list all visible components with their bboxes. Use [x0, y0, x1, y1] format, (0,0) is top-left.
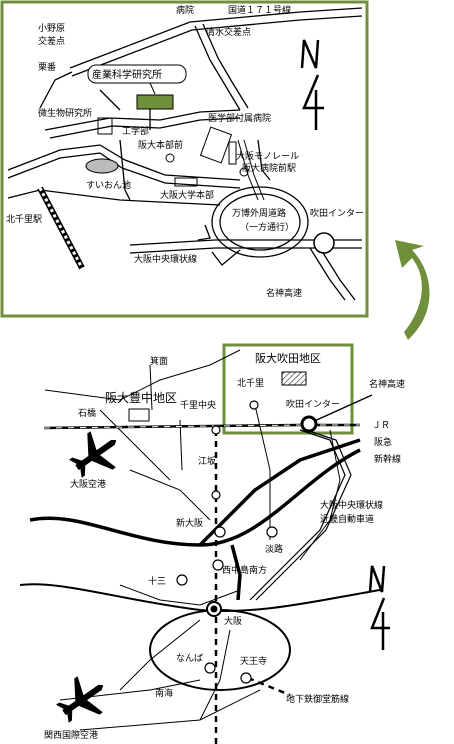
- label-meishin: 名神高速: [266, 287, 302, 299]
- suita-ic-node: [313, 232, 335, 254]
- label-biken: 微生物研究所: [38, 107, 92, 119]
- label-attached-hospital: 医学部付属病院: [208, 112, 271, 124]
- label-jr: ＪＲ: [372, 421, 390, 431]
- airplane-icon: [69, 431, 117, 478]
- label-osaka-airport: 大阪空港: [70, 478, 106, 490]
- major-lines: [29, 438, 361, 601]
- toyonaka-campus: [128, 408, 150, 422]
- curved-arrow-icon: [395, 240, 430, 340]
- one-way-arrow: [197, 224, 211, 241]
- label-toyonaka-area: 阪大豊中地区: [105, 390, 177, 405]
- hankyu-line: [249, 429, 346, 601]
- label-nankai: 南海: [155, 687, 173, 699]
- label-engineering: 工学部: [122, 125, 149, 137]
- label-suita-ic: 吹田インター: [310, 207, 364, 219]
- airplane-icon: [56, 676, 104, 723]
- label-meishin: 名神高速: [369, 378, 405, 390]
- label-nishinakajima: 西中島南方: [222, 564, 267, 576]
- label-expo-road-oneway: （一方通行）: [240, 221, 294, 233]
- label-monorail-station: 阪大病院前駅: [242, 162, 296, 174]
- suita-ic-node: [300, 415, 318, 433]
- meishin-line: [309, 394, 373, 424]
- label-tennoji: 天王寺: [240, 656, 267, 667]
- suita-area-marker: [281, 371, 307, 386]
- label-osaka: 大阪: [224, 615, 242, 627]
- label-route171: 国道１７１号線: [228, 4, 291, 16]
- label-chuo-ring: 大阪中央環状線: [320, 499, 383, 511]
- kitasenri-railway: [37, 186, 85, 270]
- hospital-building: [199, 126, 233, 164]
- river: [19, 583, 381, 612]
- stations: [176, 400, 278, 684]
- label-shimizu: 清水交差点: [206, 26, 251, 38]
- label-kansai-airport: 関西国際空港: [44, 729, 98, 741]
- label-institute: 産業科学研究所: [92, 68, 162, 81]
- detail-map-frame: [0, 0, 369, 318]
- building: [97, 117, 113, 135]
- label-expo-road: 万博外周道路: [232, 207, 286, 219]
- label-hq: 大阪大学本部: [160, 189, 214, 201]
- label-onohara: 小野原: [38, 23, 65, 34]
- label-suita-ic: 吹田インター: [286, 398, 340, 410]
- label-suionike: すいおん池: [86, 179, 131, 191]
- label-senri-chuo: 千里中央: [180, 399, 216, 411]
- label-namba: なんば: [176, 653, 203, 664]
- label-midosuji: 地下鉄御堂筋線: [286, 693, 349, 705]
- monorail-line: [237, 139, 259, 201]
- label-kitasenri-station: 北千里駅: [6, 214, 42, 225]
- label-onohara-crossing: 交差点: [38, 35, 65, 47]
- label-juso: 十三: [148, 575, 166, 587]
- label-hospital: 病院: [176, 4, 194, 16]
- label-shinkansen: 新幹線: [374, 453, 401, 465]
- label-chuo-line: 大阪中央環状線: [134, 253, 197, 265]
- hq-building: [174, 177, 198, 187]
- institute-building: [136, 94, 174, 110]
- label-kuriban: 栗番: [38, 61, 56, 73]
- suita-area-frame: [222, 343, 354, 435]
- institute-callout: [87, 64, 187, 84]
- label-shin-osaka: 新大阪: [176, 517, 203, 529]
- label-kitasenri: 北千里: [237, 378, 264, 389]
- label-suita-area: 阪大吹田地区: [255, 351, 321, 365]
- label-monorail: 大阪モノレール: [236, 150, 299, 162]
- suionike-pond: [85, 158, 119, 174]
- overview-map: 箕面 阪大豊中地区 石橋 千里中央 阪大吹田地区 北千里 吹田インター 名神高速…: [19, 343, 405, 744]
- label-hankyu: 阪急: [374, 436, 392, 448]
- label-handai-mae: 阪大本部前: [138, 139, 183, 151]
- label-kinki-exp: 近畿自動車道: [320, 513, 374, 525]
- detail-map: 病院 国道１７１号線 小野原 交差点 清水交差点 栗番 産業科学研究所 微生物研…: [0, 0, 369, 318]
- label-awaji: 淡路: [265, 543, 283, 555]
- label-esaka: 江坂: [198, 456, 216, 467]
- north-arrow-icon: [368, 565, 390, 650]
- monorail-station: [239, 167, 249, 177]
- label-minoh: 箕面: [150, 355, 168, 367]
- handai-mae-stop: [165, 153, 175, 163]
- north-arrow-icon: [300, 39, 324, 130]
- label-ishibashi: 石橋: [78, 407, 96, 419]
